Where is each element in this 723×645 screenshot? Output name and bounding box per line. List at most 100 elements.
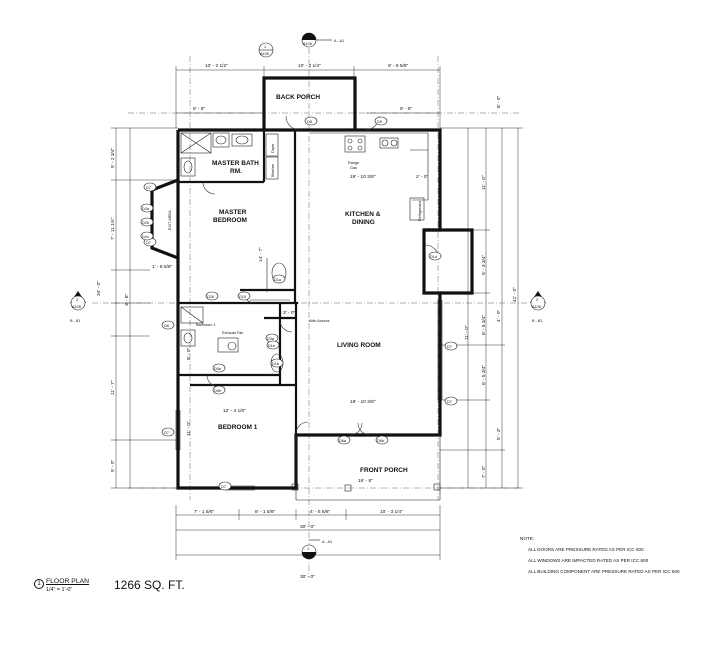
svg-text:D8: D8 [307,120,312,124]
tag-d1e: D1e [266,340,280,350]
door-window-tags: D8 D9 D7 D2a D2b D7 D1a D26 D15 D8 D3a D… [140,116,458,491]
room-bathroom-1: Bathroom 1 [196,323,216,327]
svg-text:D7: D7 [146,241,151,245]
dim-hall-w: 3' - 0" [283,310,296,316]
fixture-labels: EXIT AREA Range Gas Refrigerator Dryer W… [168,143,422,335]
dim-bedroom-depth: 14' - 7" [258,247,264,262]
room-back-porch: BACK PORCH [276,94,320,101]
marker-num: 1 [307,547,309,551]
svg-text:D7: D7 [164,431,169,435]
tag-d6a: D6a [337,435,351,445]
dim-kitchen-w2: 2' - 0" [416,174,429,180]
room-master-bath-2: RM. [230,168,242,175]
dim-bedroom-win: 1' - 8 5/8" [152,264,173,270]
marker-sheet: A105 [303,42,312,46]
dim-kitchen-side: 8' - 6" [400,106,413,112]
svg-text:D7: D7 [447,345,452,349]
dim-right-1: 11' - 0" [481,175,487,190]
svg-text:D7: D7 [221,485,226,489]
grid-lines [92,48,528,578]
dim-left-extra2: 8' - 0" [186,347,192,360]
svg-text:D7: D7 [146,186,151,190]
tag-d07-c: D7 [444,341,458,351]
tag-d2b: D2b [140,217,154,227]
svg-text:D1b: D1b [272,362,279,366]
svg-text:D1d: D1d [430,255,437,259]
marker-sheet: A105 [72,305,81,309]
dim-left-4: 5' - 0" [110,459,116,472]
section-marker-right: 2 A105 B - B1 [530,291,546,323]
label-dryer: Dryer [271,143,275,153]
dim-right-overall: 41' - 0" [512,287,518,302]
room-front-porch: FRONT PORCH [360,467,408,474]
tag-d08: D8 [304,116,318,126]
dim-top-1: 10' - 2 1/2" [205,63,228,69]
dim-right-extra1: 4' - 0" [496,309,502,322]
svg-text:D15: D15 [239,295,246,299]
dim-top-3: 9' - 8 5/8" [388,63,409,69]
view-number: 1 [34,579,44,589]
dim-bottom-3: 4' - 5 5/8" [310,509,331,515]
dim-bedroom1-depth: 11' - 0" [464,325,470,340]
dim-master-bath-w: 8' - 6" [193,106,206,112]
svg-text:D1a: D1a [274,278,282,282]
dim-bottom-4: 10' - 3 1/4" [380,509,403,515]
dim-left-3: 11' - 7" [110,380,116,395]
label-range: Range [348,161,359,165]
svg-text:D7: D7 [447,400,452,404]
dim-overall-inner: 30' - 0" [300,524,315,530]
label-exit-area: EXIT AREA [168,210,172,230]
dim-overall: 30' - 0" [300,574,315,580]
room-master-bath: MASTER BATH [212,160,259,167]
front-porch-outline [291,435,441,501]
dim-right-3: 6' - 5 3/4" [481,364,487,385]
dim-left-extra1: 11' - 0" [186,421,192,436]
room-master-bedroom: MASTER [219,209,247,216]
marker-ref: A - A1 [322,540,332,544]
exterior-walls [150,76,474,490]
dim-kitchen-w: 19' - 10 3/8" [350,174,376,180]
doors-and-windows [175,115,443,491]
interior-walls [178,130,298,435]
tag-d1d: D1d [428,251,442,261]
svg-text:D9: D9 [377,120,382,124]
view-title: FLOOR PLAN [46,578,90,585]
dim-bottom-1: 7' - 1 5/8" [194,509,215,515]
svg-text:D5b: D5b [214,389,221,393]
room-living-room: LIVING ROOM [337,342,381,349]
tag-d07-a: D7 [143,182,157,192]
tag-d2a: D2a [140,203,154,213]
tag-d08-b: D8 [161,320,175,330]
tag-d26: D26 [205,291,219,301]
fixtures [180,132,429,373]
svg-text:D6b: D6b [377,439,384,443]
svg-text:D2c: D2c [142,235,149,239]
room-bedroom-1: BEDROOM 1 [218,424,258,431]
label-refrigerator: Refrigerator [418,200,422,221]
tag-d07-d: D7 [444,396,458,406]
label-range-gas: Gas [350,166,357,170]
dim-bedroom1-w: 12' - 4 1/0" [223,408,246,414]
marker-num: 1 [264,45,266,49]
marker-ref: B - B1 [532,319,543,323]
total-area: 1266 SQ. FT. [114,578,185,592]
dim-front-porch-w: 16' - 8" [358,478,373,484]
svg-text:D3a: D3a [267,337,275,341]
label-washer: Washer [271,163,275,177]
marker-sheet: A105 [303,554,312,558]
tag-d1b: D1b [270,358,284,368]
label-attic-access: Attic Access [309,319,330,323]
dim-right-2: 5' - 3 3/4" [481,254,487,275]
marker-ref: B - B1 [70,319,81,323]
notes-heading: NOTE: [520,536,535,541]
room-kitchen-2: DINING [352,219,375,226]
svg-text:D5a: D5a [214,367,222,371]
section-marker-top-left: 1 A105 [258,42,274,58]
marker-sheet: A105 [532,305,541,309]
dim-left-overall: 34' - 0" [96,281,102,296]
tag-d09: D9 [374,116,388,126]
dim-living-w: 19' - 10 3/8" [350,399,376,405]
note-line-1: ALL DOORS ARE PRESSURE RATED AS PER ICC … [528,547,644,552]
room-labels: BACK PORCH MASTER BATH RM. MASTER BEDROO… [196,94,408,474]
